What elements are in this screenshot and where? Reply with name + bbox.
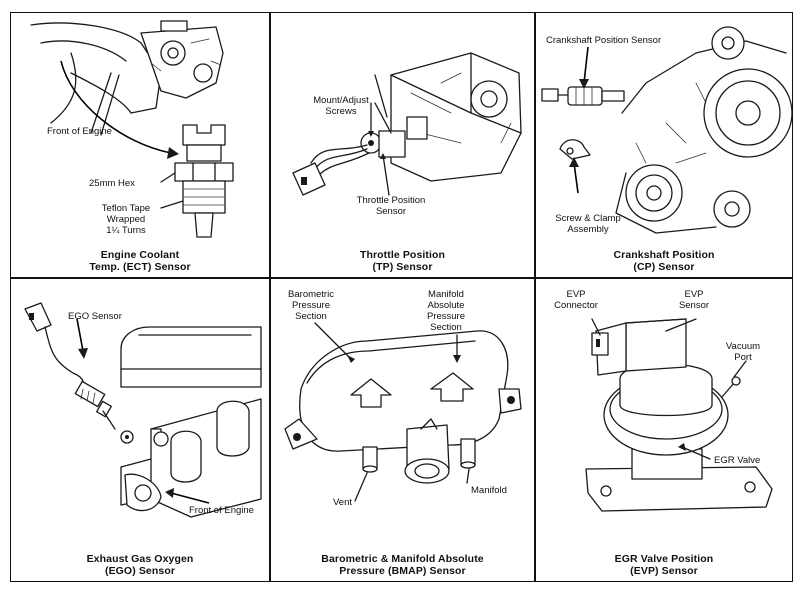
barometric-line-1: Barometric bbox=[288, 289, 334, 300]
tp-caption: Throttle Position (TP) Sensor bbox=[271, 249, 534, 273]
screw-clamp-line-2: Assembly bbox=[567, 224, 609, 235]
panel-bmap-sensor: Barometric Pressure Section Manifold Abs… bbox=[270, 278, 535, 582]
barometric-line-2: Pressure bbox=[291, 300, 330, 311]
teflon-tape-line-3: 1¼ Turns bbox=[106, 225, 146, 236]
throttle-position-label: Throttle Position Sensor bbox=[341, 195, 441, 217]
ect-sensor-illustration bbox=[30, 20, 234, 238]
teflon-tape-label: Teflon Tape Wrapped 1¼ Turns bbox=[91, 203, 161, 236]
screw-clamp-label: Screw & Clamp Assembly bbox=[548, 213, 628, 235]
manifold-label: Manifold bbox=[471, 485, 507, 496]
manifold-absolute-line-4: Section bbox=[430, 322, 462, 333]
panel-ego-sensor: EGO Sensor Front of Engine Exhaust Gas O… bbox=[10, 278, 270, 582]
cp-caption-line-1: Crankshaft Position bbox=[613, 249, 715, 261]
tp-sensor-illustration bbox=[292, 52, 522, 196]
evp-sensor-label: EVP Sensor bbox=[664, 289, 724, 311]
evp-connector-label: EVP Connector bbox=[546, 289, 606, 311]
throttle-position-line-2: Sensor bbox=[375, 206, 407, 217]
evp-caption-line-2: (EVP) Sensor bbox=[630, 565, 698, 577]
evp-caption-line-1: EGR Valve Position bbox=[614, 553, 714, 565]
tp-caption-line-2: (TP) Sensor bbox=[372, 261, 433, 273]
bmap-caption: Barometric & Manifold Absolute Pressure … bbox=[271, 553, 534, 577]
ego-caption-line-2: (EGO) Sensor bbox=[104, 565, 176, 577]
tp-caption-line-1: Throttle Position bbox=[359, 249, 446, 261]
teflon-tape-line-2: Wrapped bbox=[106, 214, 146, 225]
barometric-line-3: Section bbox=[295, 311, 327, 322]
vacuum-port-line-2: Port bbox=[734, 352, 752, 363]
crankshaft-position-sensor-label: Crankshaft Position Sensor bbox=[546, 35, 662, 46]
ego-caption: Exhaust Gas Oxygen (EGO) Sensor bbox=[11, 553, 269, 577]
panel-ect-sensor: Front of Engine 25mm Hex Teflon Tape Wra… bbox=[10, 12, 270, 278]
ego-sensor-label: EGO Sensor bbox=[68, 311, 122, 322]
evp-connector-line-2: Connector bbox=[554, 300, 598, 311]
hex-label: 25mm Hex bbox=[89, 178, 135, 189]
front-of-engine-label-ego: Front of Engine bbox=[189, 505, 254, 516]
evp-caption: EGR Valve Position (EVP) Sensor bbox=[536, 553, 792, 577]
teflon-tape-line-1: Teflon Tape bbox=[101, 203, 151, 214]
cp-caption: Crankshaft Position (CP) Sensor bbox=[536, 249, 792, 273]
vacuum-port-line-1: Vacuum bbox=[725, 341, 761, 352]
screw-clamp-line-1: Screw & Clamp bbox=[555, 213, 621, 224]
front-of-engine-label: Front of Engine bbox=[47, 126, 112, 137]
bmap-sensor-illustration bbox=[284, 322, 522, 502]
manifold-absolute-section-label: Manifold Absolute Pressure Section bbox=[416, 289, 476, 333]
ego-caption-line-1: Exhaust Gas Oxygen bbox=[86, 553, 194, 565]
bmap-caption-line-1: Barometric & Manifold Absolute bbox=[321, 553, 484, 565]
panel-cp-sensor: Crankshaft Position Sensor Screw & Clamp… bbox=[535, 12, 793, 278]
throttle-position-line-1: Throttle Position bbox=[356, 195, 426, 206]
manifold-absolute-line-2: Absolute bbox=[427, 300, 465, 311]
mount-adjust-line-2: Screws bbox=[325, 106, 357, 117]
evp-sensor-illustration bbox=[585, 318, 773, 512]
vacuum-port-label: Vacuum Port bbox=[716, 341, 770, 363]
vent-label: Vent bbox=[333, 497, 353, 508]
bmap-caption-line-2: Pressure (BMAP) Sensor bbox=[339, 565, 466, 577]
egr-valve-label: EGR Valve bbox=[714, 455, 761, 466]
evp-connector-line-1: EVP bbox=[566, 289, 586, 300]
cp-caption-line-2: (CP) Sensor bbox=[633, 261, 695, 273]
panel-tp-sensor: Mount/Adjust Screws Throttle Position Se… bbox=[270, 12, 535, 278]
ect-caption-line-1: Engine Coolant bbox=[100, 249, 180, 261]
evp-sensor-line-2: Sensor bbox=[678, 300, 710, 311]
ect-caption: Engine Coolant Temp. (ECT) Sensor bbox=[11, 249, 269, 273]
barometric-section-label: Barometric Pressure Section bbox=[281, 289, 341, 322]
panel-evp-sensor: EVP Connector EVP Sensor Vacuum Port EGR… bbox=[535, 278, 793, 582]
mount-adjust-label: Mount/Adjust Screws bbox=[301, 95, 381, 117]
manifold-absolute-line-3: Pressure bbox=[426, 311, 465, 322]
mount-adjust-line-1: Mount/Adjust bbox=[313, 95, 369, 106]
ego-sensor-illustration bbox=[24, 302, 262, 518]
evp-sensor-line-1: EVP bbox=[684, 289, 704, 300]
ect-caption-line-2: Temp. (ECT) Sensor bbox=[89, 261, 191, 273]
manifold-absolute-line-1: Manifold bbox=[428, 289, 464, 300]
cp-sensor-illustration bbox=[541, 26, 792, 234]
